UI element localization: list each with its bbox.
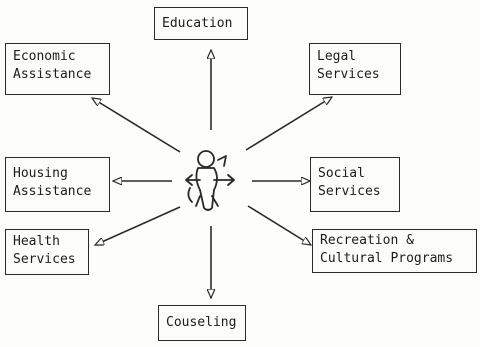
counseling-label: Couseling — [166, 315, 237, 330]
education-box: Education — [154, 7, 248, 40]
counseling-box: Couseling — [158, 305, 246, 341]
housing-assistance-box: Housing Assistance — [5, 157, 110, 212]
education-label: Education — [162, 16, 233, 31]
arrow-to-legal — [245, 97, 332, 151]
economic-assistance-box: Economic Assistance — [5, 43, 110, 95]
arrow-to-health — [95, 206, 181, 246]
arrow-to-economic — [92, 98, 181, 153]
social-label-line1: Social — [318, 166, 365, 181]
recreation-label-line1: Recreation & — [320, 233, 414, 248]
recreation-cultural-box: Recreation & Cultural Programs — [312, 229, 477, 273]
legal-services-box: Legal Services — [309, 43, 401, 95]
person-with-arrows-icon — [185, 150, 235, 211]
health-label-line1: Health — [13, 234, 60, 249]
social-label-line2: Services — [318, 184, 381, 199]
health-services-box: Health Services — [5, 229, 89, 275]
legal-label-line1: Legal — [317, 49, 357, 64]
housing-label-line2: Assistance — [13, 184, 92, 199]
health-label-line2: Services — [13, 252, 76, 267]
social-services-box: Social Services — [310, 157, 400, 212]
legal-label-line2: Services — [317, 67, 380, 82]
housing-label-line1: Housing — [13, 166, 68, 181]
recreation-label-line2: Cultural Programs — [320, 251, 454, 266]
economic-label-line2: Assistance — [13, 67, 92, 82]
arrow-to-recreation — [247, 205, 311, 245]
economic-label-line1: Economic — [13, 49, 76, 64]
